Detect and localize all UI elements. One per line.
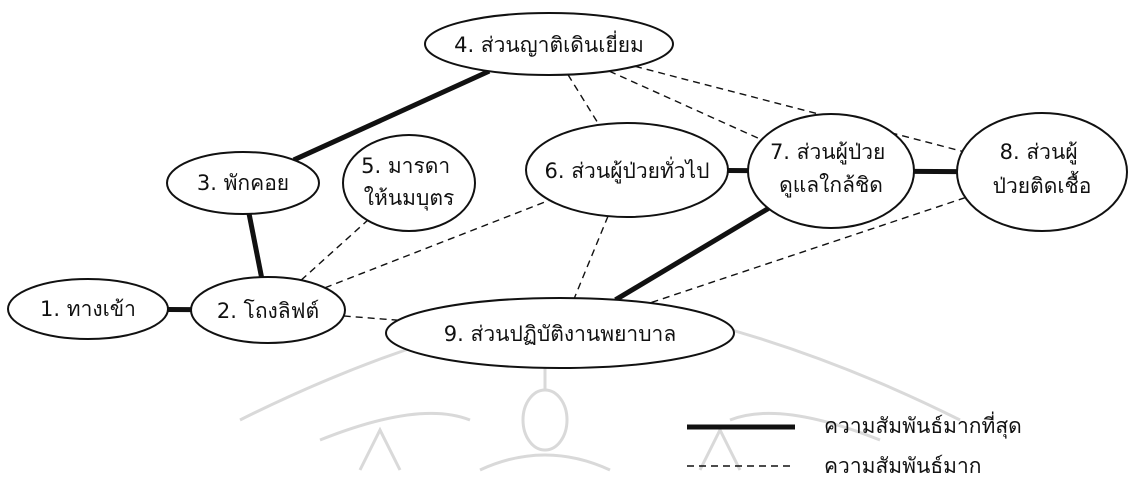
legend-weak-label: ความสัมพันธ์มาก bbox=[824, 454, 982, 478]
node-intensive-care-label: 7. ส่วนผู้ป่วย ดูแลใกล้ชิด bbox=[770, 140, 892, 198]
node-elevator-lobby-label: 2. โถงลิฟต์ bbox=[217, 299, 319, 323]
node-breastfeeding-room[interactable]: 5. มารดา ให้นมบุตร bbox=[342, 134, 476, 232]
node-nursing-station-label: 9. ส่วนปฏิบัติงานพยาบาล bbox=[444, 322, 676, 346]
edge-n4-n8 bbox=[634, 65, 963, 153]
edge-n2-n3 bbox=[246, 213, 264, 278]
edge-n2-n5 bbox=[300, 219, 369, 281]
node-general-ward-label: 6. ส่วนผู้ป่วยทั่วไป bbox=[545, 156, 710, 184]
node-infection-ward-label: 8. ส่วนผู้ ป่วยติดเชื้อ bbox=[993, 140, 1092, 198]
node-waiting-area[interactable]: 3. พักคอย bbox=[166, 151, 320, 215]
node-visitor-area[interactable]: 4. ส่วนญาติเดินเยี่ยม bbox=[424, 12, 674, 76]
edge-n4-n7 bbox=[608, 70, 762, 141]
edge-n8-n9 bbox=[649, 196, 966, 304]
node-general-ward[interactable]: 6. ส่วนผู้ป่วยทั่วไป bbox=[525, 122, 729, 218]
node-infection-ward[interactable]: 8. ส่วนผู้ ป่วยติดเชื้อ bbox=[956, 112, 1128, 232]
node-visitor-area-label: 4. ส่วนญาติเดินเยี่ยม bbox=[454, 30, 644, 57]
edge-n2-n6 bbox=[324, 199, 550, 289]
legend: ความสัมพันธ์มากที่สุด ความสัมพันธ์มาก bbox=[687, 411, 1022, 478]
edge-n6-n9 bbox=[573, 215, 609, 299]
node-nursing-station[interactable]: 9. ส่วนปฏิบัติงานพยาบาล bbox=[385, 297, 735, 369]
edge-n7-n9 bbox=[614, 206, 770, 302]
node-entrance-label: 1. ทางเข้า bbox=[40, 297, 136, 321]
node-elevator-lobby[interactable]: 2. โถงลิฟต์ bbox=[190, 276, 346, 344]
node-waiting-area-label: 3. พักคอย bbox=[197, 171, 289, 195]
node-intensive-care[interactable]: 7. ส่วนผู้ป่วย ดูแลใกล้ชิด bbox=[747, 113, 915, 229]
node-breastfeeding-room-label: 5. มารดา ให้นมบุตร bbox=[361, 154, 457, 211]
edges-layer bbox=[167, 65, 966, 321]
node-entrance[interactable]: 1. ทางเข้า bbox=[7, 278, 169, 340]
legend-strong-label: ความสัมพันธ์มากที่สุด bbox=[824, 411, 1022, 439]
edge-n4-n6 bbox=[567, 74, 600, 126]
edge-n2-n9 bbox=[343, 315, 399, 321]
edge-n3-n4 bbox=[292, 68, 491, 163]
